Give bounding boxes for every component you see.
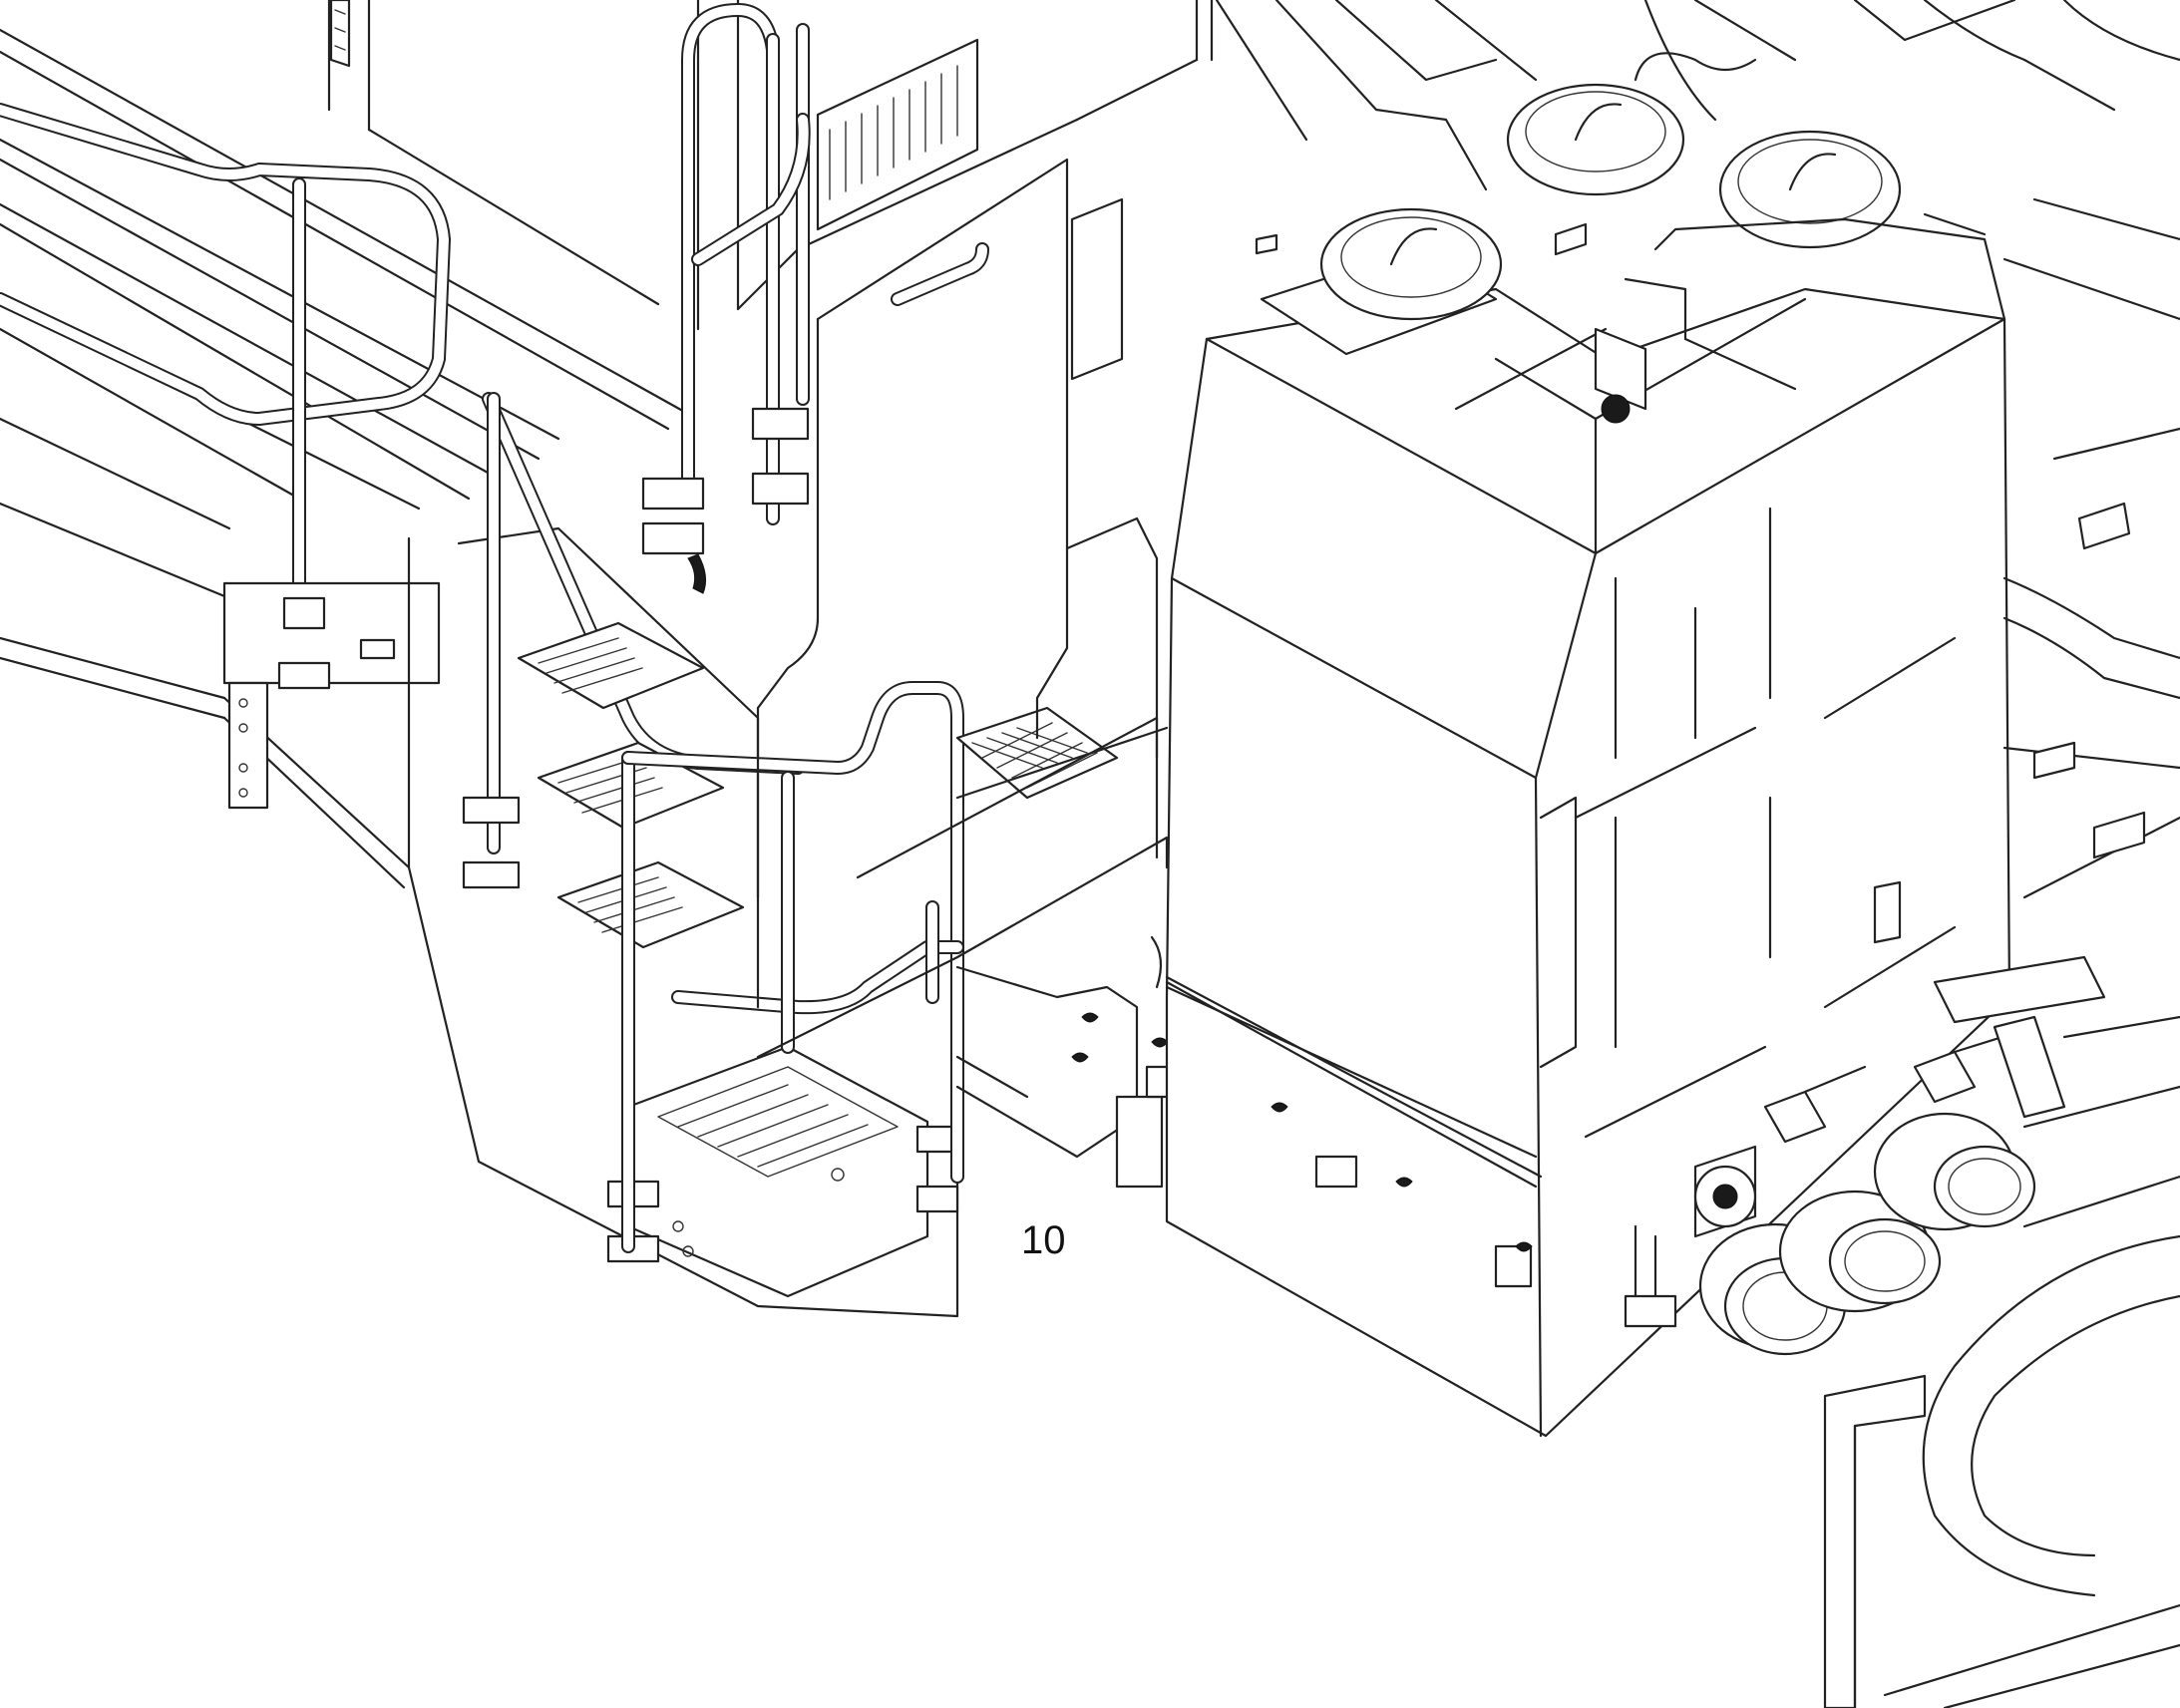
valve-assembly (1624, 955, 2106, 1356)
center-panel (756, 158, 1159, 1009)
tank-lids (1260, 83, 2006, 424)
lower-bracket (955, 935, 1184, 1189)
callout-label: 10 (1021, 1218, 1066, 1262)
walkway-platform (0, 0, 1214, 889)
landing-grating (756, 706, 1169, 1059)
landing-handrail (621, 681, 964, 1184)
left-handrail (0, 103, 451, 810)
vertical-handrails (641, 3, 811, 594)
tank-cabinet (1165, 287, 2011, 1438)
staircase (407, 392, 959, 1318)
chassis-frame (1215, 0, 2180, 1708)
